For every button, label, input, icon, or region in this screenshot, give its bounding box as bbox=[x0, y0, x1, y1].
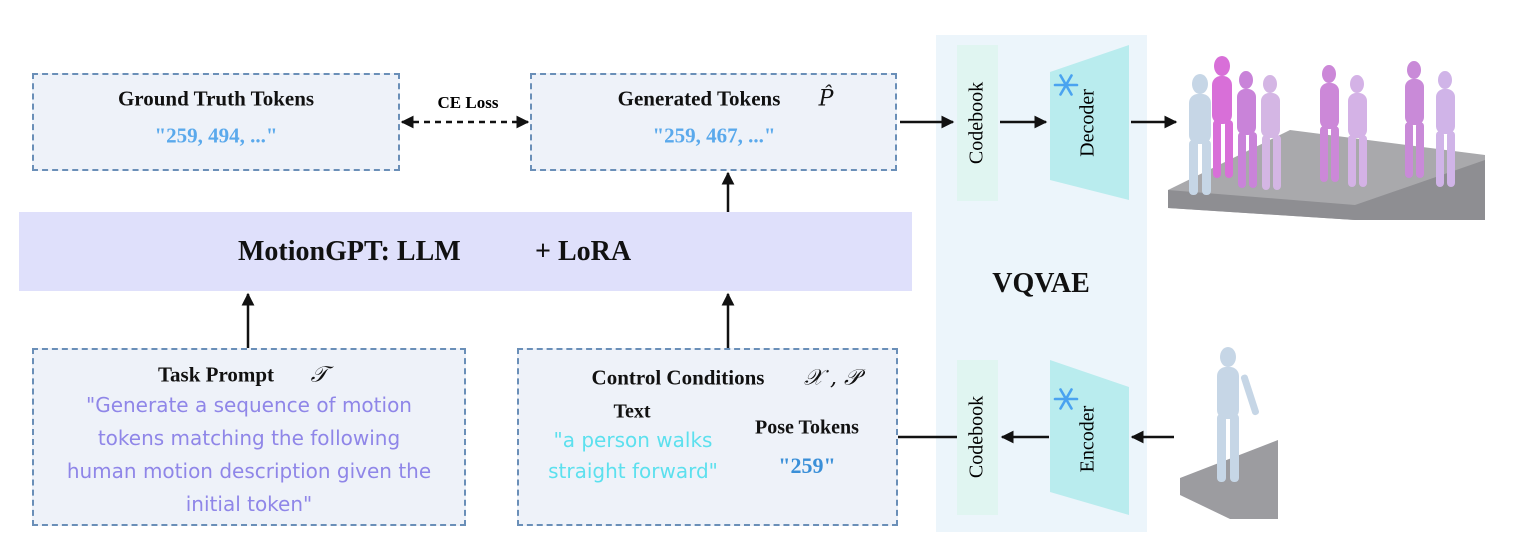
ground-truth-box bbox=[32, 73, 400, 171]
task-prompt-line: tokens matching the following bbox=[97, 426, 401, 450]
task-prompt-line: human motion description given the bbox=[66, 459, 432, 483]
codebook-top bbox=[957, 45, 998, 201]
control-text-value: "a person walks straight forward" bbox=[520, 425, 746, 487]
control-text-label: Text bbox=[613, 400, 651, 423]
vqvae-label: VQVAE bbox=[992, 268, 1090, 299]
ce-loss-label: CE Loss bbox=[437, 93, 499, 112]
motiongpt-label: MotionGPT: LLM bbox=[238, 236, 461, 267]
generated-tokens-symbol: P̂ bbox=[818, 86, 834, 112]
input-motion-image bbox=[1180, 347, 1278, 519]
encoder-label: Encoder bbox=[1076, 405, 1099, 473]
control-text-line: straight forward" bbox=[548, 459, 718, 483]
decoder-label: Decoder bbox=[1076, 89, 1099, 157]
control-conditions-box bbox=[517, 348, 898, 526]
control-conditions-title: Control Conditions bbox=[591, 365, 765, 390]
output-motion-image bbox=[1168, 56, 1485, 220]
ground-truth-title: Ground Truth Tokens bbox=[117, 86, 315, 111]
generated-tokens-title: Generated Tokens bbox=[617, 86, 781, 111]
control-conditions-symbol: 𝒳 , 𝒫 bbox=[804, 365, 860, 391]
ground-truth-tokens: "259, 494, ..." bbox=[154, 123, 278, 148]
generated-tokens-box bbox=[530, 73, 897, 171]
lora-label: + LoRA bbox=[535, 236, 632, 267]
snowflake-icon bbox=[1053, 388, 1079, 410]
task-prompt-title: Task Prompt bbox=[157, 362, 275, 387]
motiongpt-bar bbox=[19, 212, 912, 291]
task-prompt-text: "Generate a sequence of motion tokens ma… bbox=[36, 389, 462, 521]
task-prompt-symbol: 𝒯 bbox=[310, 362, 328, 388]
pose-tokens-label: Pose Tokens bbox=[755, 416, 859, 439]
control-text-line: "a person walks bbox=[553, 428, 713, 452]
task-prompt-line: "Generate a sequence of motion bbox=[86, 393, 412, 417]
pose-tokens-value: "259" bbox=[778, 453, 836, 478]
generated-tokens-value: "259, 467, ..." bbox=[652, 123, 776, 148]
task-prompt-box bbox=[32, 348, 466, 526]
codebook-bottom bbox=[957, 360, 998, 515]
snowflake-icon bbox=[1053, 74, 1079, 96]
task-prompt-line: initial token" bbox=[185, 492, 313, 516]
